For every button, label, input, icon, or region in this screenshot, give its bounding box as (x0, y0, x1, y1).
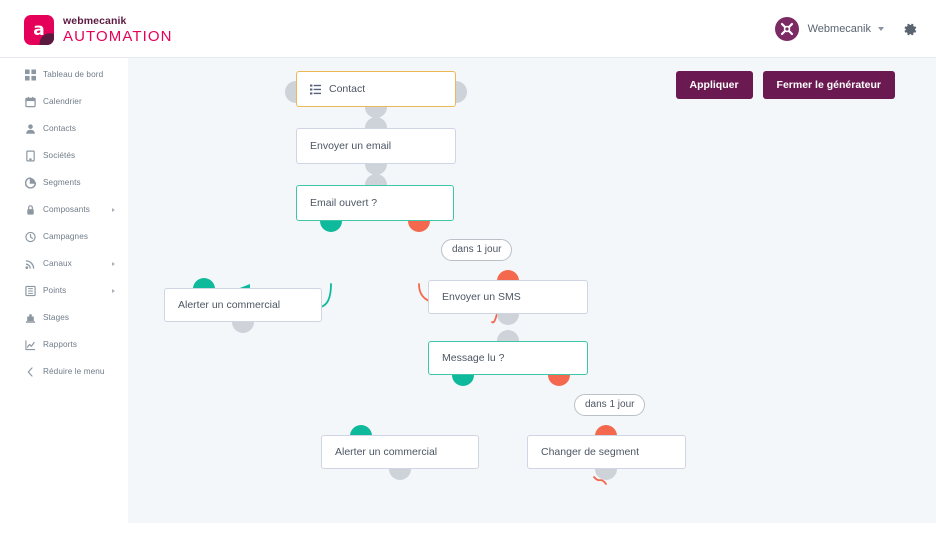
node-label: Alerter un commercial (335, 446, 438, 458)
sidebar-item-rapports[interactable]: Rapports (0, 335, 128, 354)
company-icon (25, 150, 36, 161)
handle-yes-email-ouvert[interactable] (320, 221, 342, 232)
node-label: Envoyer un SMS (442, 291, 521, 303)
sidebar-collapse-label: Réduire le menu (43, 367, 105, 376)
sidebar-item-composants[interactable]: Composants (0, 200, 128, 219)
chevron-right-icon[interactable] (112, 288, 115, 293)
sidebar-item-label: Stages (43, 313, 70, 322)
sidebar-item-canaux[interactable]: Canaux (0, 254, 128, 273)
node-label: Message lu ? (442, 352, 505, 364)
chevron-right-icon[interactable] (112, 261, 115, 266)
sidebar-item-points[interactable]: Points (0, 281, 128, 300)
canvas-action-buttons: Appliquer Fermer le générateur (675, 71, 895, 99)
dashboard-icon (25, 69, 36, 80)
logo-letter: a (33, 20, 45, 40)
stages-icon (25, 312, 36, 323)
node-email-ouvert[interactable]: Email ouvert ? (296, 185, 454, 221)
sidebar-item-calendrier[interactable]: Calendrier (0, 92, 128, 111)
gear-icon[interactable] (903, 22, 918, 37)
handle-top-email-ouvert[interactable] (365, 174, 387, 185)
canvas-bottom-spacer (128, 523, 936, 537)
handle-bottom-email[interactable] (365, 164, 387, 175)
node-label: Envoyer un email (310, 140, 392, 152)
logo-mark-icon: a (24, 15, 54, 45)
sidebar-item-label: Contacts (43, 124, 77, 133)
handle-top-sms[interactable] (497, 270, 519, 281)
handle-no-message-lu[interactable] (548, 375, 570, 386)
sidebar-item-label: Rapports (43, 340, 78, 349)
sidebar-item-label: Segments (43, 178, 81, 187)
handle-no-email-ouvert[interactable] (408, 221, 430, 232)
sidebar-item-societes[interactable]: Sociétés (0, 146, 128, 165)
node-envoyer-un-sms[interactable]: Envoyer un SMS (428, 280, 588, 314)
sidebar-collapse-button[interactable]: Réduire le menu (0, 362, 128, 381)
node-label: Changer de segment (541, 446, 640, 458)
handle-right-contact[interactable] (456, 81, 467, 103)
node-changer-de-segment[interactable]: Changer de segment (527, 435, 686, 469)
components-icon (25, 204, 36, 215)
apply-button[interactable]: Appliquer (675, 71, 753, 99)
list-icon (310, 84, 321, 95)
sidebar-item-campagnes[interactable]: Campagnes (0, 227, 128, 246)
sidebar-item-label: Tableau de bord (43, 70, 104, 79)
reports-icon (25, 339, 36, 350)
handle-bottom-contact[interactable] (365, 107, 387, 118)
points-icon (25, 285, 36, 296)
close-builder-button[interactable]: Fermer le générateur (762, 71, 895, 99)
segments-icon (24, 176, 37, 189)
handle-bottom-sms[interactable] (497, 314, 519, 325)
user-avatar-icon[interactable] (774, 17, 799, 41)
app-header: a webmecanik AUTOMATION Webmecanik (0, 0, 936, 58)
sidebar-item-tableau-de-bord[interactable]: Tableau de bord (0, 65, 128, 84)
handle-bottom-alerter-2[interactable] (389, 469, 411, 480)
chevron-down-icon[interactable] (878, 27, 884, 31)
user-name-label: Webmecanik (807, 23, 871, 35)
sidebar-item-segments[interactable]: Segments (0, 173, 128, 192)
node-envoyer-un-email[interactable]: Envoyer un email (296, 128, 456, 164)
node-alerter-un-commercial-2[interactable]: Alerter un commercial (321, 435, 479, 469)
handle-bottom-changer-segment[interactable] (595, 469, 617, 480)
sidebar-nav: Tableau de bord Calendrier Contacts Soci… (0, 58, 128, 537)
node-label: Contact (329, 83, 366, 95)
node-message-lu[interactable]: Message lu ? (428, 341, 588, 375)
edge-label-delay-1[interactable]: dans 1 jour (441, 239, 513, 261)
sidebar-item-label: Campagnes (43, 232, 89, 241)
sidebar-item-contacts[interactable]: Contacts (0, 119, 128, 138)
channels-icon (25, 258, 36, 269)
node-label: Alerter un commercial (178, 299, 281, 311)
sidebar-item-stages[interactable]: Stages (0, 308, 128, 327)
brand-logo[interactable]: a webmecanik AUTOMATION (24, 15, 173, 45)
handle-top-alerter-1[interactable] (193, 278, 215, 289)
handle-yes-message-lu[interactable] (452, 375, 474, 386)
handle-top-email[interactable] (365, 117, 387, 128)
handle-top-alerter-2[interactable] (350, 425, 372, 436)
sidebar-item-label: Canaux (43, 259, 72, 268)
edge-label-delay-2[interactable]: dans 1 jour (574, 394, 646, 416)
handle-top-changer-segment[interactable] (595, 425, 617, 436)
handle-bottom-alerter-1[interactable] (232, 322, 254, 333)
contact-icon (25, 123, 36, 134)
node-contact[interactable]: Contact (296, 71, 456, 107)
campaigns-icon (25, 231, 36, 242)
header-right-cluster: Webmecanik (774, 0, 918, 58)
handle-top-message-lu[interactable] (497, 330, 519, 341)
node-alerter-un-commercial-1[interactable]: Alerter un commercial (164, 288, 322, 322)
automation-canvas[interactable]: Appliquer Fermer le générateur (128, 58, 936, 523)
sidebar-item-label: Composants (43, 205, 90, 214)
node-label: Email ouvert ? (310, 197, 378, 209)
handle-left-contact[interactable] (285, 81, 296, 103)
sidebar-item-label: Points (43, 286, 67, 295)
brand-name-line1: webmecanik (63, 15, 127, 28)
chevron-right-icon[interactable] (112, 207, 115, 212)
calendar-icon (25, 96, 36, 107)
sidebar-item-label: Calendrier (43, 97, 82, 106)
brand-name-line2: AUTOMATION (63, 27, 173, 45)
brand-wordmark: webmecanik AUTOMATION (63, 16, 173, 44)
chevron-left-icon (25, 366, 36, 377)
sidebar-item-label: Sociétés (43, 151, 76, 160)
